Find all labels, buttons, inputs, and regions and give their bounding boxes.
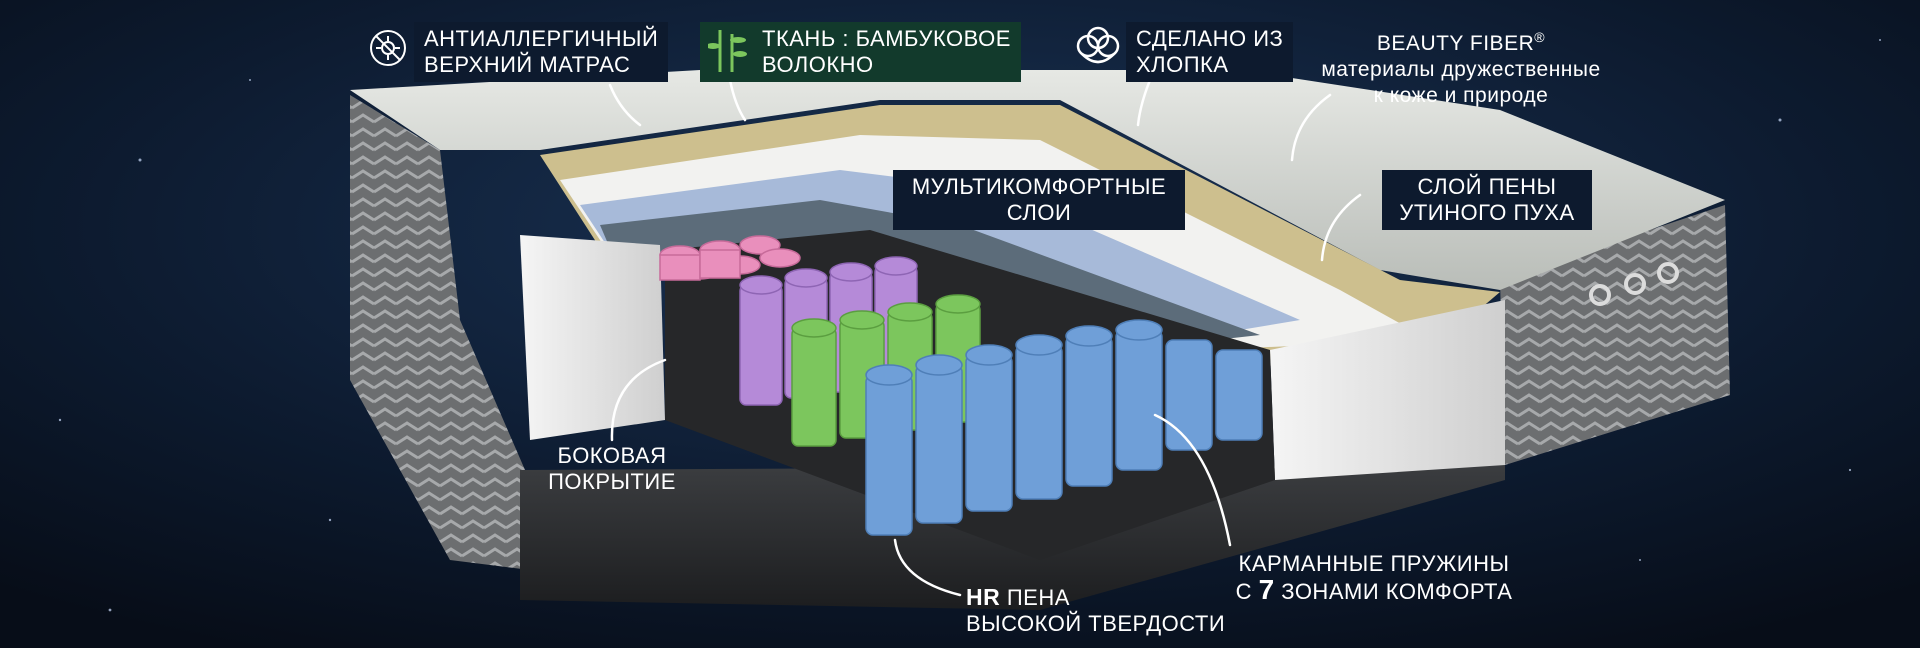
leader-lines: [608, 78, 1362, 597]
beauty-fiber-line3: к коже и природе: [1373, 84, 1549, 107]
beauty-fiber-title: BEAUTY FIBER: [1376, 32, 1535, 55]
bamboo-line1: ТКАНЬ : БАМБУКОВОЕ: [762, 26, 1011, 51]
spring-zone-blue: [865, 319, 1263, 536]
cotton-icon: [1076, 26, 1120, 64]
duck-down-label: СЛОЙ ПЕНЫ УТИНОГО ПУХА: [1382, 170, 1592, 230]
mattress-top-quilt: [350, 70, 1725, 290]
duck-down-line2: УТИНОГО ПУХА: [1399, 200, 1575, 225]
multicomfort-label: МУЛЬТИКОМФОРТНЫЕ СЛОИ: [893, 170, 1185, 230]
anti-allergic-line1: АНТИАЛЛЕРГИЧНЫЙ: [424, 26, 659, 51]
beauty-fiber-line2: материалы дружественные: [1321, 58, 1601, 81]
beauty-fiber-label: BEAUTY FIBER® материалы дружественные к …: [1296, 24, 1626, 109]
pocket-springs-zone-count: 7: [1258, 574, 1275, 605]
bamboo-line2: ВОЛОКНО: [762, 52, 874, 77]
bamboo-icon: [708, 30, 747, 72]
mattress-left-side: [350, 95, 530, 570]
hr-foam-abbrev: HR: [966, 584, 1001, 610]
pocket-springs-line2: С 7 ЗОНАМИ КОМФОРТА: [1218, 574, 1530, 605]
anti-allergic-label: АНТИАЛЛЕРГИЧНЫЙ ВЕРХНИЙ МАТРАС: [414, 22, 669, 82]
pocket-springs-line1: КАРМАННЫЕ ПРУЖИНЫ: [1238, 551, 1510, 576]
virus-crossed-icon: [370, 30, 406, 66]
cotton-line1: СДЕЛАНО ИЗ: [1136, 26, 1284, 51]
pocket-springs-label: КАРМАННЫЕ ПРУЖИНЫ С 7 ЗОНАМИ КОМФОРТА: [1218, 551, 1530, 605]
side-foam-left: [520, 235, 665, 440]
hr-foam-line2: ВЫСОКОЙ ТВЕРДОСТИ: [966, 611, 1226, 636]
cotton-label: СДЕЛАНО ИЗ ХЛОПКА: [1126, 22, 1294, 82]
mattress-right-side: [1500, 205, 1730, 465]
duck-down-line1: СЛОЙ ПЕНЫ: [1417, 174, 1557, 199]
side-cover-label: БОКОВАЯ ПОКРЫТИЕ: [532, 443, 692, 495]
registered-mark: ®: [1534, 29, 1546, 45]
side-cover-line2: ПОКРЫТИЕ: [548, 469, 676, 494]
anti-allergic-line2: ВЕРХНИЙ МАТРАС: [424, 52, 631, 77]
hr-foam-line1: ПЕНА: [1006, 585, 1070, 610]
hr-foam-label: HR ПЕНА ВЫСОКОЙ ТВЕРДОСТИ: [966, 584, 1225, 637]
pocket-springs-suffix: ЗОНАМИ КОМФОРТА: [1281, 579, 1513, 604]
side-foam-right: [1270, 300, 1505, 480]
multicomfort-line2: СЛОИ: [1006, 200, 1072, 225]
air-vent-icons: [1589, 262, 1679, 306]
pocket-springs-prefix: С: [1235, 579, 1252, 604]
multicomfort-line1: МУЛЬТИКОМФОРТНЫЕ: [911, 174, 1167, 199]
side-cover-line1: БОКОВАЯ: [557, 443, 667, 468]
cotton-line2: ХЛОПКА: [1136, 52, 1229, 77]
bamboo-label: ТКАНЬ : БАМБУКОВОЕ ВОЛОКНО: [752, 22, 1021, 82]
spring-zone-pink: [659, 235, 801, 281]
